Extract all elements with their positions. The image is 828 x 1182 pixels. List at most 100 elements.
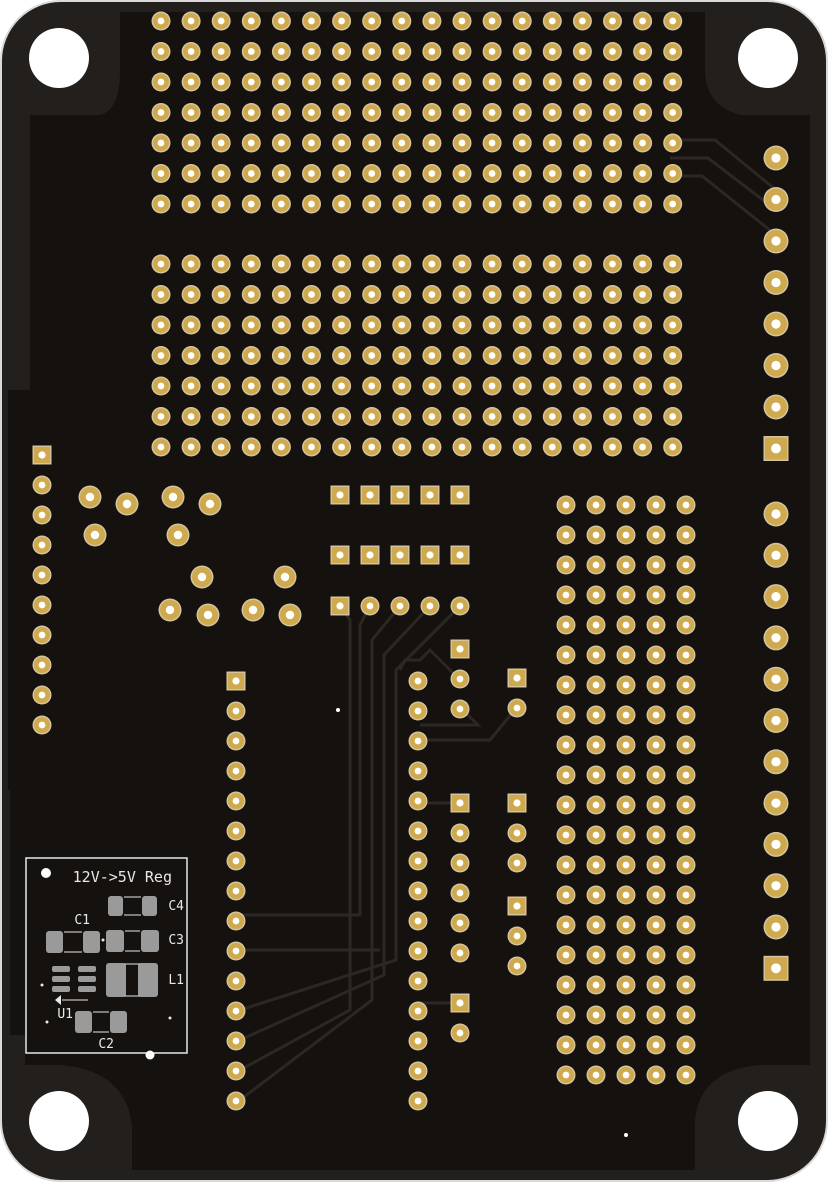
proto-pad — [556, 975, 576, 995]
proto-pad — [586, 615, 606, 635]
proto-pad — [616, 1065, 636, 1085]
proto-pad — [572, 11, 592, 31]
proto-pad — [422, 407, 442, 426]
proto-pad — [676, 765, 696, 785]
header-pad — [763, 270, 789, 295]
proto-pad — [676, 885, 696, 905]
proto-pad — [676, 555, 696, 575]
proto-pad — [271, 72, 291, 92]
proto-pad — [422, 133, 442, 153]
proto-pad — [646, 975, 666, 995]
socket-pad — [408, 1091, 428, 1111]
proto-pad — [422, 346, 442, 365]
proto-pad — [362, 437, 382, 457]
proto-pad — [452, 254, 472, 274]
proto-pad — [663, 103, 683, 122]
proto-pad — [151, 315, 171, 335]
proto-pad — [211, 285, 231, 304]
proto-pad — [586, 795, 606, 815]
proto-pad — [151, 133, 171, 153]
pin-pad-square — [450, 993, 470, 1013]
trace — [398, 647, 462, 682]
proto-pad — [181, 133, 201, 153]
proto-pad — [211, 72, 231, 92]
trace — [239, 604, 432, 1042]
proto-pad — [556, 765, 576, 785]
proto-pad — [676, 915, 696, 935]
proto-pad — [646, 795, 666, 815]
header-pad — [763, 625, 789, 651]
proto-pad — [633, 376, 653, 396]
proto-pad — [542, 254, 562, 274]
jumper-pad-square — [390, 545, 410, 565]
proto-pad — [603, 11, 622, 31]
proto-pad — [452, 164, 472, 183]
proto-pad — [452, 437, 472, 457]
proto-pad — [482, 103, 502, 122]
proto-pad — [332, 133, 352, 153]
proto-pad — [512, 42, 532, 61]
proto-pad — [482, 164, 502, 183]
proto-pad — [241, 42, 261, 61]
mounting-hole — [738, 1091, 798, 1151]
proto-pad — [271, 42, 291, 61]
proto-pad — [362, 42, 382, 61]
proto-pad — [586, 555, 606, 575]
silk-dot — [40, 983, 44, 987]
header-pad — [763, 542, 789, 568]
pin-pad — [450, 883, 470, 903]
proto-pad — [332, 346, 352, 365]
proto-pad — [646, 525, 666, 545]
proto-pad — [603, 376, 622, 396]
proto-pad — [556, 885, 576, 905]
proto-pad — [392, 285, 412, 304]
proto-pad — [302, 285, 321, 304]
header-pad — [32, 475, 52, 495]
proto-pad — [181, 254, 201, 274]
header-pad-square — [763, 436, 789, 461]
proto-pad — [271, 315, 291, 335]
proto-pad — [452, 42, 472, 61]
proto-pad — [646, 705, 666, 725]
proto-pad — [663, 11, 683, 31]
socket-pad — [408, 1001, 428, 1021]
header-pad — [763, 749, 789, 775]
proto-pad — [151, 42, 171, 61]
proto-pad — [676, 1005, 696, 1025]
component-pad — [198, 492, 222, 516]
through-hole-pads — [32, 11, 789, 1111]
socket-pad — [408, 941, 428, 961]
header-pad — [32, 685, 52, 705]
proto-pad — [556, 675, 576, 695]
proto-pad — [392, 346, 412, 365]
proto-pad — [572, 164, 592, 183]
proto-pad — [181, 285, 201, 304]
proto-pad — [512, 11, 532, 31]
pin-pad — [507, 823, 527, 843]
header-pad — [763, 311, 789, 337]
trace — [239, 604, 462, 1012]
proto-pad — [633, 437, 653, 457]
trace — [670, 156, 777, 212]
proto-pad — [332, 254, 352, 274]
proto-pad — [392, 103, 412, 122]
socket-pad — [226, 941, 246, 961]
header-pad-square — [32, 445, 52, 465]
proto-pad — [663, 133, 683, 153]
proto-pad — [392, 315, 412, 335]
proto-pad — [241, 346, 261, 365]
proto-pad — [542, 194, 562, 214]
fiducial-dot — [145, 1050, 155, 1060]
jumper-pad — [420, 596, 440, 616]
proto-pad — [151, 346, 171, 365]
proto-pad — [241, 254, 261, 274]
proto-pad — [663, 407, 683, 426]
proto-pad — [572, 254, 592, 274]
proto-pad — [572, 194, 592, 214]
socket-pad — [408, 971, 428, 991]
jumper-pad-square — [330, 596, 350, 616]
c2-label: C2 — [98, 1037, 114, 1052]
header-pad — [763, 145, 789, 171]
proto-pad — [556, 945, 576, 965]
component-pad — [241, 598, 265, 622]
